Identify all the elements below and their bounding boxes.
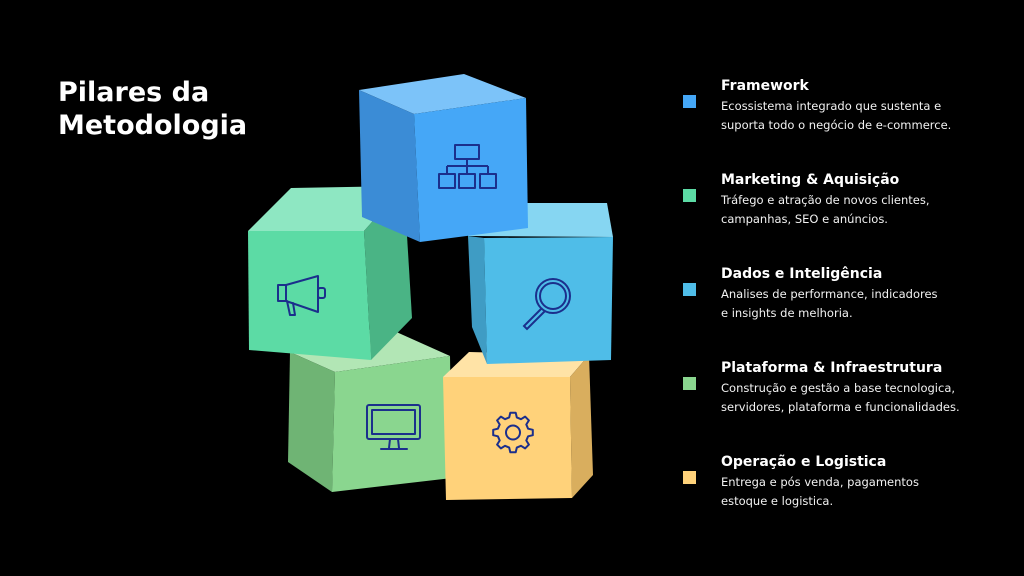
title-line-2: Metodologia [58,110,248,141]
item-desc-line-2: e insights de melhoria. [721,306,853,320]
item-title-plataforma: Plataforma & Infraestrutura [721,360,943,376]
swatch-framework [683,95,696,108]
item-title-operacao: Operação e Logistica [721,454,887,470]
item-desc-line-1: Analises de performance, indicadores [721,287,938,301]
cube-framework-side [359,90,420,242]
item-title-framework: Framework [721,78,809,94]
item-desc-line-1: Ecossistema integrado que sustenta e [721,99,942,113]
title-line-1: Pilares da [58,77,210,108]
item-desc-dados: Analises de performance, indicadores e i… [721,285,1021,323]
swatch-plataforma [683,377,696,390]
monitor-icon [366,404,421,450]
item-desc-operacao: Entrega e pós venda, pagamentos estoque … [721,473,1021,511]
item-desc-line-1: Tráfego e atração de novos clientes, [721,193,930,207]
item-desc-line-2: servidores, plataforma e funcionalidades… [721,400,960,414]
item-desc-marketing: Tráfego e atração de novos clientes, cam… [721,191,1021,229]
gear-icon [492,411,534,454]
cube-plataforma-front [332,356,452,492]
item-desc-line-2: suporta todo o negócio de e-commerce. [721,118,952,132]
swatch-dados [683,283,696,296]
item-desc-line-2: estoque e logistica. [721,494,834,508]
cube-operacao [443,352,593,500]
magnifier-icon [522,278,571,331]
item-desc-line-1: Construção e gestão a base tecnologica, [721,381,956,395]
cube-dados-front [484,237,613,364]
cube-framework-front [414,98,528,242]
item-desc-framework: Ecossistema integrado que sustenta e sup… [721,97,1021,135]
swatch-marketing [683,189,696,202]
cube-dados-side [468,236,487,364]
item-desc-line-2: campanhas, SEO e anúncios. [721,212,888,226]
cube-marketing-front [248,231,371,360]
cube-plataforma-side [288,352,335,492]
item-title-dados: Dados e Inteligência [721,266,883,282]
item-desc-plataforma: Construção e gestão a base tecnologica, … [721,379,1021,417]
hierarchy-chart-icon [438,144,497,189]
cube-operacao-front [443,377,572,500]
swatch-operacao [683,471,696,484]
item-desc-line-1: Entrega e pós venda, pagamentos [721,475,919,489]
item-title-marketing: Marketing & Aquisição [721,172,900,188]
cube-framework-top [359,74,526,114]
cube-framework [359,74,528,242]
cube-operacao-side [570,355,593,498]
megaphone-icon [277,275,326,316]
page-title: Pilares da Metodologia [58,76,318,142]
